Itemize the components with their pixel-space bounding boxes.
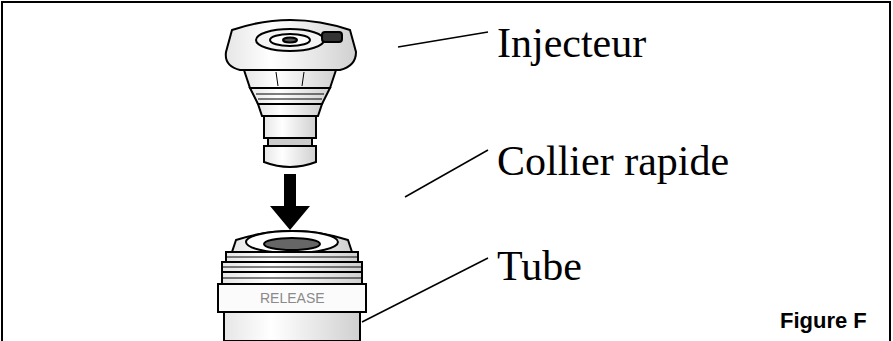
insert-arrow — [270, 174, 310, 230]
nozzle-ribs — [256, 72, 324, 99]
leader-line — [362, 258, 488, 322]
part-label: Tube — [497, 245, 582, 287]
part-label: Collier rapide — [497, 140, 729, 182]
release-marking: RELEASE — [260, 291, 325, 305]
leader-line — [405, 150, 488, 197]
quick-coupler — [218, 231, 366, 341]
coupler-threads — [222, 257, 362, 278]
figure-caption: Figure F — [780, 310, 867, 332]
part-label: Injecteur — [497, 22, 646, 64]
nozzle — [226, 20, 356, 167]
leader-line — [398, 32, 488, 47]
